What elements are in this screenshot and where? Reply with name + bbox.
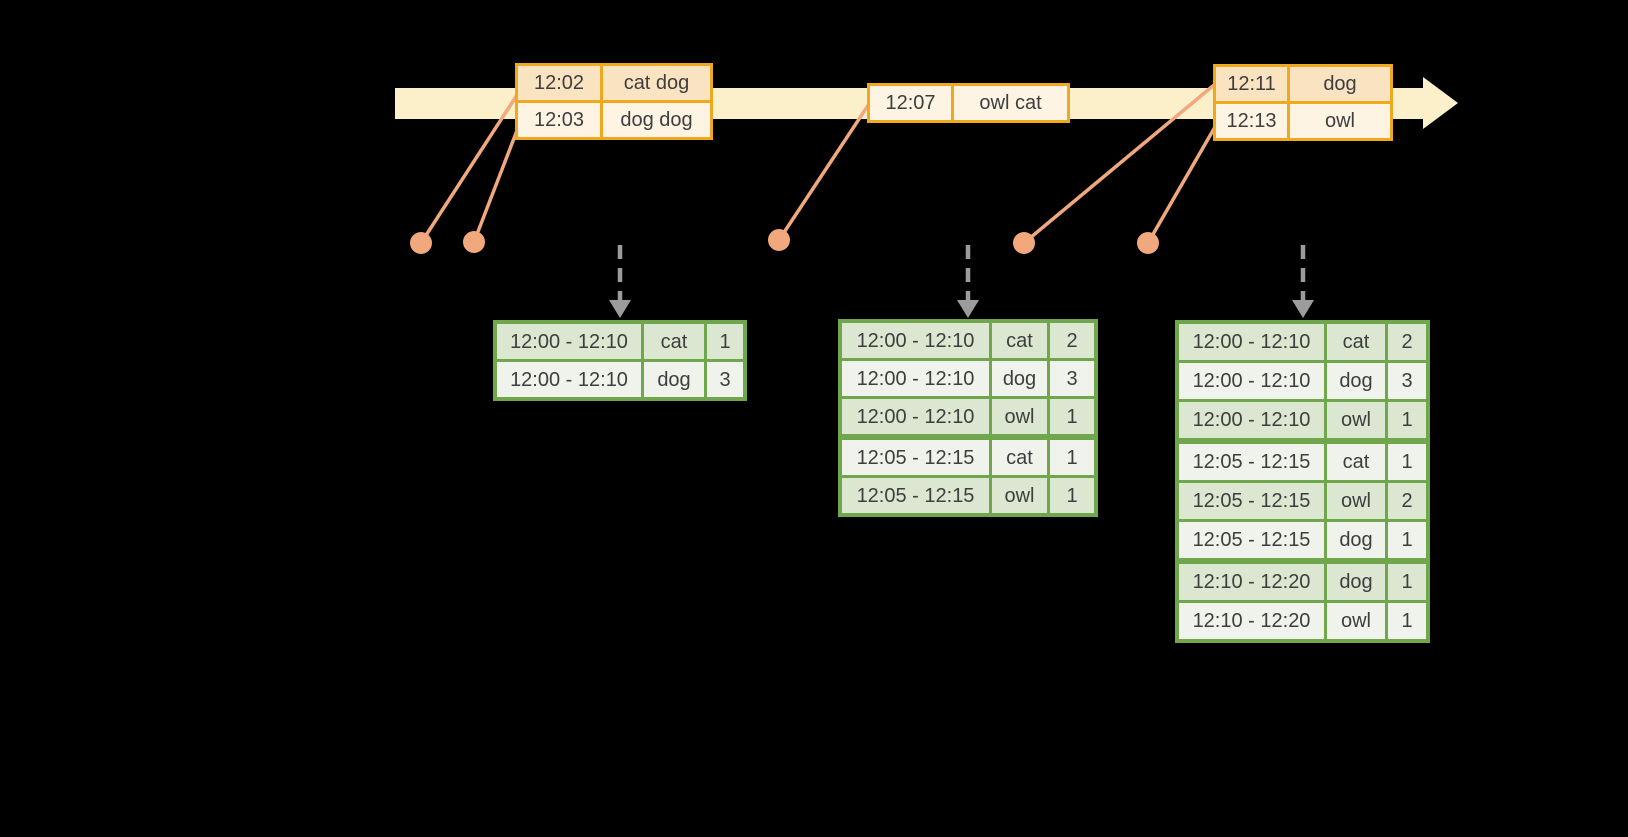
result-window-cell: 12:00 - 12:10: [1179, 324, 1324, 360]
event-connector-line: [777, 103, 871, 241]
result-window-cell: 12:05 - 12:15: [842, 440, 989, 475]
result-count-cell: 3: [707, 362, 743, 397]
event-dot-icon: [1013, 232, 1035, 254]
result-word-cell: cat: [644, 324, 704, 359]
result-window-cell: 12:05 - 12:15: [1179, 483, 1324, 519]
event-dot-icon: [463, 231, 485, 253]
timeline-arrowhead-icon: [1423, 77, 1458, 129]
result-window-cell: 12:00 - 12:10: [1179, 402, 1324, 438]
result-count-cell: 1: [1388, 444, 1426, 480]
result-word-cell: owl: [1327, 483, 1385, 519]
event-text-cell: cat dog: [603, 66, 710, 100]
result-window-cell: 12:05 - 12:15: [1179, 522, 1324, 558]
result-count-cell: 2: [1388, 483, 1426, 519]
result-window-cell: 12:00 - 12:10: [842, 323, 989, 358]
result-count-cell: 1: [1388, 522, 1426, 558]
result-window-cell: 12:00 - 12:10: [1179, 363, 1324, 399]
trigger-arrowhead-icon: [609, 300, 631, 318]
result-count-cell: 1: [1050, 440, 1094, 475]
result-word-cell: dog: [1327, 522, 1385, 558]
result-count-cell: 3: [1050, 361, 1094, 396]
event-text-cell: dog: [1290, 67, 1390, 101]
result-window-cell: 12:00 - 12:10: [497, 362, 641, 397]
result-word-cell: owl: [1327, 603, 1385, 639]
result-word-cell: cat: [992, 440, 1047, 475]
trigger-arrowhead-icon: [957, 300, 979, 318]
event-time-cell: 12:07: [870, 86, 951, 120]
trigger-arrowhead-icon: [1292, 300, 1314, 318]
result-word-cell: dog: [1327, 564, 1385, 600]
result-count-cell: 1: [1388, 402, 1426, 438]
result-count-cell: 2: [1050, 323, 1094, 358]
result-count-cell: 1: [1388, 603, 1426, 639]
event-dot-icon: [1137, 232, 1159, 254]
result-count-cell: 3: [1388, 363, 1426, 399]
result-word-cell: cat: [1327, 324, 1385, 360]
result-window-cell: 12:10 - 12:20: [1179, 564, 1324, 600]
result-window-cell: 12:00 - 12:10: [842, 361, 989, 396]
result-count-cell: 1: [1050, 478, 1094, 513]
result-word-cell: dog: [644, 362, 704, 397]
event-dot-icon: [768, 229, 790, 251]
result-word-cell: cat: [1327, 444, 1385, 480]
result-word-cell: owl: [1327, 402, 1385, 438]
event-text-cell: dog dog: [603, 103, 710, 137]
event-dot-icon: [410, 232, 432, 254]
event-time-cell: 12:03: [518, 103, 600, 137]
event-connector-line: [1022, 83, 1216, 245]
event-connector-line: [1146, 126, 1217, 244]
result-count-cell: 1: [1050, 399, 1094, 434]
event-time-cell: 12:13: [1216, 104, 1287, 138]
result-word-cell: dog: [1327, 363, 1385, 399]
event-time-cell: 12:11: [1216, 67, 1287, 101]
result-count-cell: 2: [1388, 324, 1426, 360]
result-window-cell: 12:05 - 12:15: [1179, 444, 1324, 480]
result-count-cell: 1: [707, 324, 743, 359]
result-word-cell: owl: [992, 399, 1047, 434]
event-text-cell: owl cat: [954, 86, 1067, 120]
result-window-cell: 12:05 - 12:15: [842, 478, 989, 513]
result-word-cell: dog: [992, 361, 1047, 396]
event-connector-line: [419, 94, 519, 244]
result-word-cell: owl: [992, 478, 1047, 513]
event-text-cell: owl: [1290, 104, 1390, 138]
result-window-cell: 12:10 - 12:20: [1179, 603, 1324, 639]
result-count-cell: 1: [1388, 564, 1426, 600]
result-window-cell: 12:00 - 12:10: [842, 399, 989, 434]
result-window-cell: 12:00 - 12:10: [497, 324, 641, 359]
result-word-cell: cat: [992, 323, 1047, 358]
event-connector-line: [472, 127, 520, 243]
event-time-cell: 12:02: [518, 66, 600, 100]
